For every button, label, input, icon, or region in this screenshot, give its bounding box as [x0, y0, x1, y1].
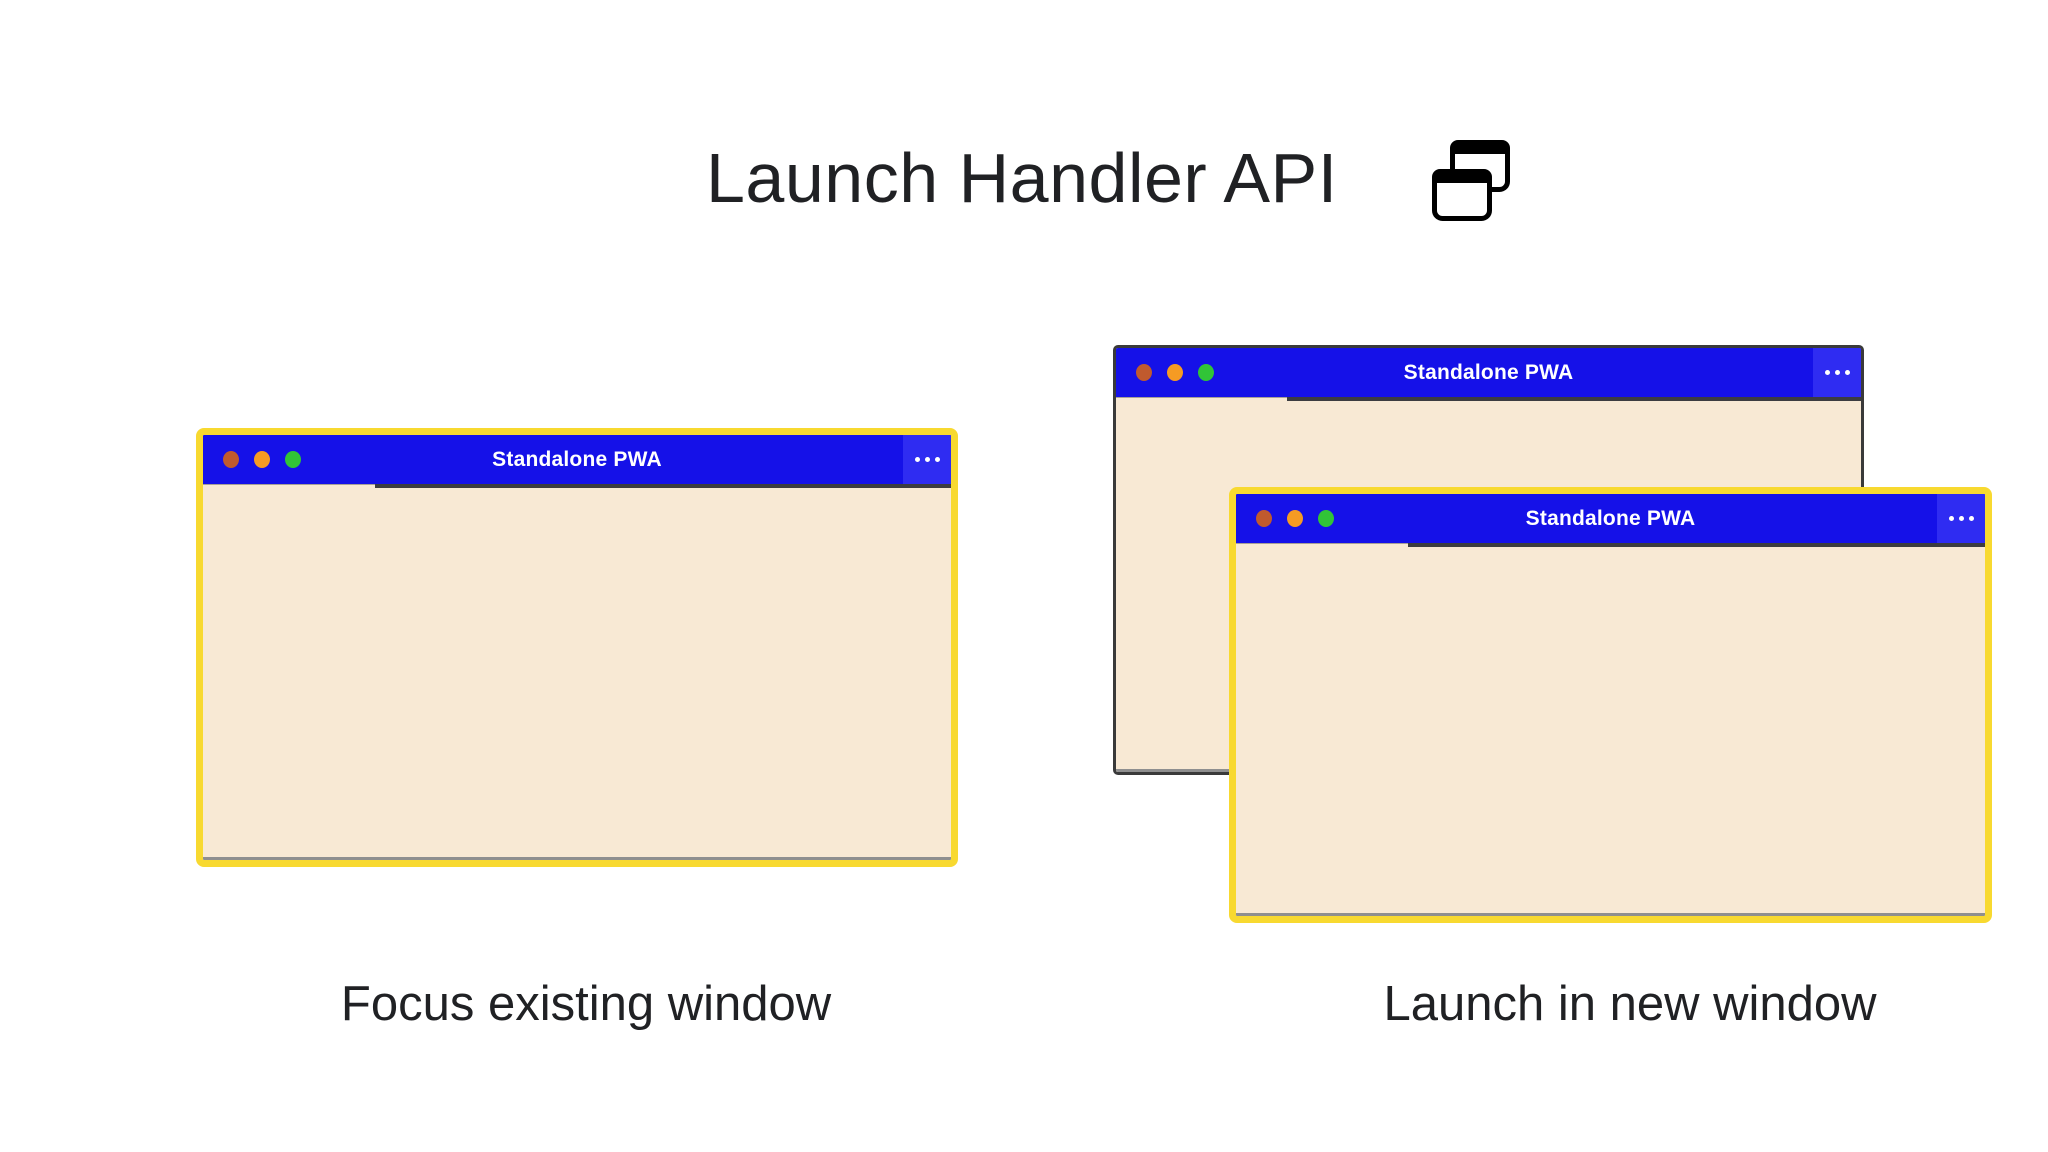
ellipsis-icon — [1968, 516, 1974, 521]
close-button[interactable] — [223, 451, 239, 468]
traffic-lights — [1236, 510, 1334, 527]
traffic-lights — [1116, 364, 1214, 381]
maximize-button[interactable] — [285, 451, 301, 468]
caption-launch-new: Launch in new window — [1383, 977, 1877, 1031]
caption-focus-existing: Focus existing window — [340, 977, 832, 1031]
ellipsis-icon — [1948, 516, 1954, 521]
ellipsis-icon — [1958, 516, 1964, 521]
window-titlebar: Standalone PWA — [203, 435, 951, 488]
menu-button[interactable] — [1937, 494, 1985, 543]
minimize-button[interactable] — [1287, 510, 1303, 527]
page-title: Launch Handler API — [706, 139, 1338, 217]
window-title: Standalone PWA — [1525, 506, 1696, 530]
pwa-window-new: Standalone PWA — [1229, 487, 1992, 923]
menu-button[interactable] — [1813, 348, 1861, 397]
minimize-button[interactable] — [1167, 364, 1183, 381]
ellipsis-icon — [914, 457, 920, 462]
maximize-button[interactable] — [1318, 510, 1334, 527]
pwa-window-existing: Standalone PWA — [196, 428, 958, 867]
overlapping-windows-icon — [1432, 140, 1510, 222]
window-titlebar: Standalone PWA — [1236, 494, 1985, 547]
ellipsis-icon — [1834, 370, 1840, 375]
minimize-button[interactable] — [254, 451, 270, 468]
close-button[interactable] — [1256, 510, 1272, 527]
window-body — [1236, 543, 1985, 916]
close-button[interactable] — [1136, 364, 1152, 381]
window-title: Standalone PWA — [1403, 360, 1574, 384]
window-title: Standalone PWA — [492, 447, 662, 471]
window-body — [203, 484, 951, 860]
menu-button[interactable] — [903, 435, 951, 484]
traffic-lights — [203, 451, 301, 468]
ellipsis-icon — [934, 457, 940, 462]
ellipsis-icon — [1824, 370, 1830, 375]
window-titlebar: Standalone PWA — [1116, 348, 1861, 401]
maximize-button[interactable] — [1198, 364, 1214, 381]
ellipsis-icon — [924, 457, 930, 462]
ellipsis-icon — [1844, 370, 1850, 375]
